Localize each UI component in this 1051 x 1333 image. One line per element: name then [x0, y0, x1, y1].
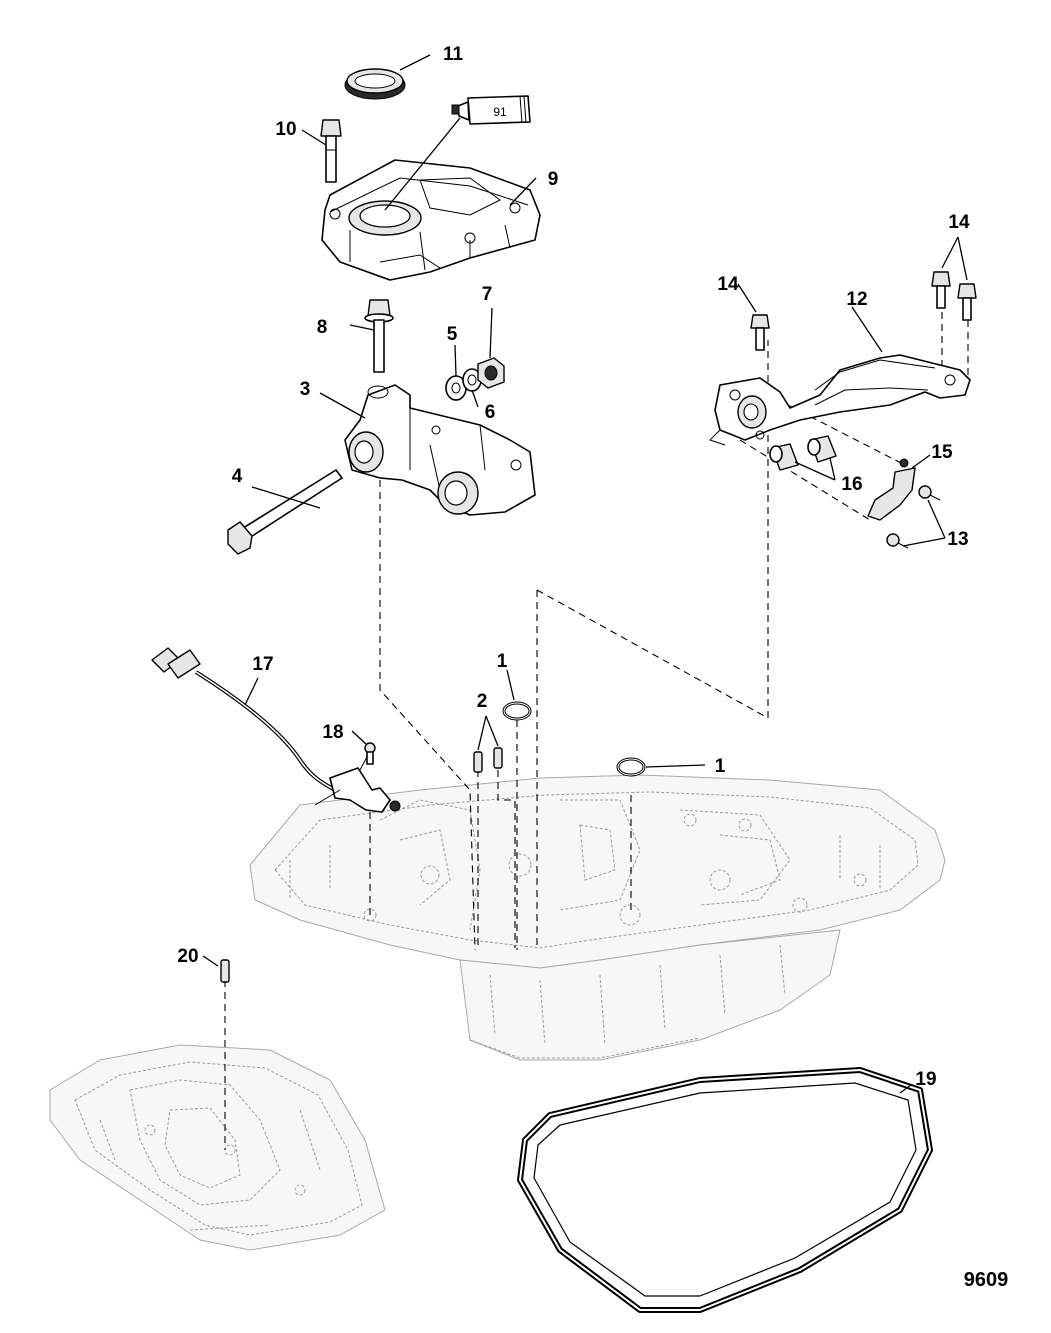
dowel-pin-2-b [493, 747, 503, 769]
sensor-harness [151, 647, 401, 813]
bolt-14-right-b [957, 283, 977, 321]
callout-labels: 11 10 9 8 7 5 6 3 4 14 14 12 15 16 13 17… [177, 44, 1008, 1291]
callout-9: 9 [548, 169, 559, 190]
callout-1-top: 1 [497, 651, 508, 672]
arm-bracket [709, 354, 971, 446]
reference-view-plate [49, 1044, 386, 1251]
figure-number: 9609 [964, 1269, 1009, 1291]
bracket-block [344, 384, 536, 516]
callout-13: 13 [947, 529, 968, 550]
nut-7 [477, 357, 505, 389]
bolt-4 [227, 469, 343, 555]
callout-6: 6 [485, 402, 496, 423]
screw-18 [364, 742, 376, 765]
bushing-16-b [807, 435, 837, 463]
o-ring-1-b [616, 757, 646, 777]
callout-2: 2 [477, 691, 488, 712]
callout-11: 11 [443, 44, 464, 65]
gasket-19 [517, 1067, 933, 1313]
callout-18: 18 [322, 722, 343, 743]
screw-13-b [886, 533, 909, 549]
o-ring-1-a [502, 701, 532, 721]
callout-12: 12 [846, 289, 867, 310]
screw-13-a [918, 485, 941, 501]
callout-17: 17 [252, 654, 273, 675]
callout-3: 3 [300, 379, 311, 400]
callout-20: 20 [177, 946, 198, 967]
adapter-plate [249, 774, 946, 1061]
dowel-pin-2-a [473, 751, 483, 773]
clip-15 [867, 458, 916, 521]
callout-14-left: 14 [717, 274, 739, 295]
alignment-lines [224, 300, 969, 1150]
bolt-8 [364, 299, 394, 373]
callout-1-right: 1 [715, 756, 726, 777]
bolt-14-left [750, 314, 770, 351]
sealant-tube-label: 91 [493, 105, 507, 119]
callout-10: 10 [275, 119, 296, 140]
bolt-10 [320, 119, 342, 183]
bolt-14-right-a [931, 271, 951, 309]
callout-5: 5 [447, 324, 458, 345]
washer-6 [462, 368, 482, 392]
seal-ring [344, 68, 406, 100]
callout-7: 7 [482, 284, 493, 305]
callout-19: 19 [915, 1069, 936, 1090]
leader-lines [202, 54, 968, 1094]
callout-8: 8 [317, 317, 328, 338]
dowel-pin-20 [220, 959, 230, 983]
callout-15: 15 [931, 442, 953, 463]
callout-4: 4 [232, 466, 243, 487]
sealant-tube: 91 [451, 95, 531, 125]
cover-housing [321, 117, 541, 281]
bushing-16-a [769, 443, 799, 471]
callout-14-right: 14 [948, 212, 970, 233]
callout-16: 16 [841, 474, 862, 495]
